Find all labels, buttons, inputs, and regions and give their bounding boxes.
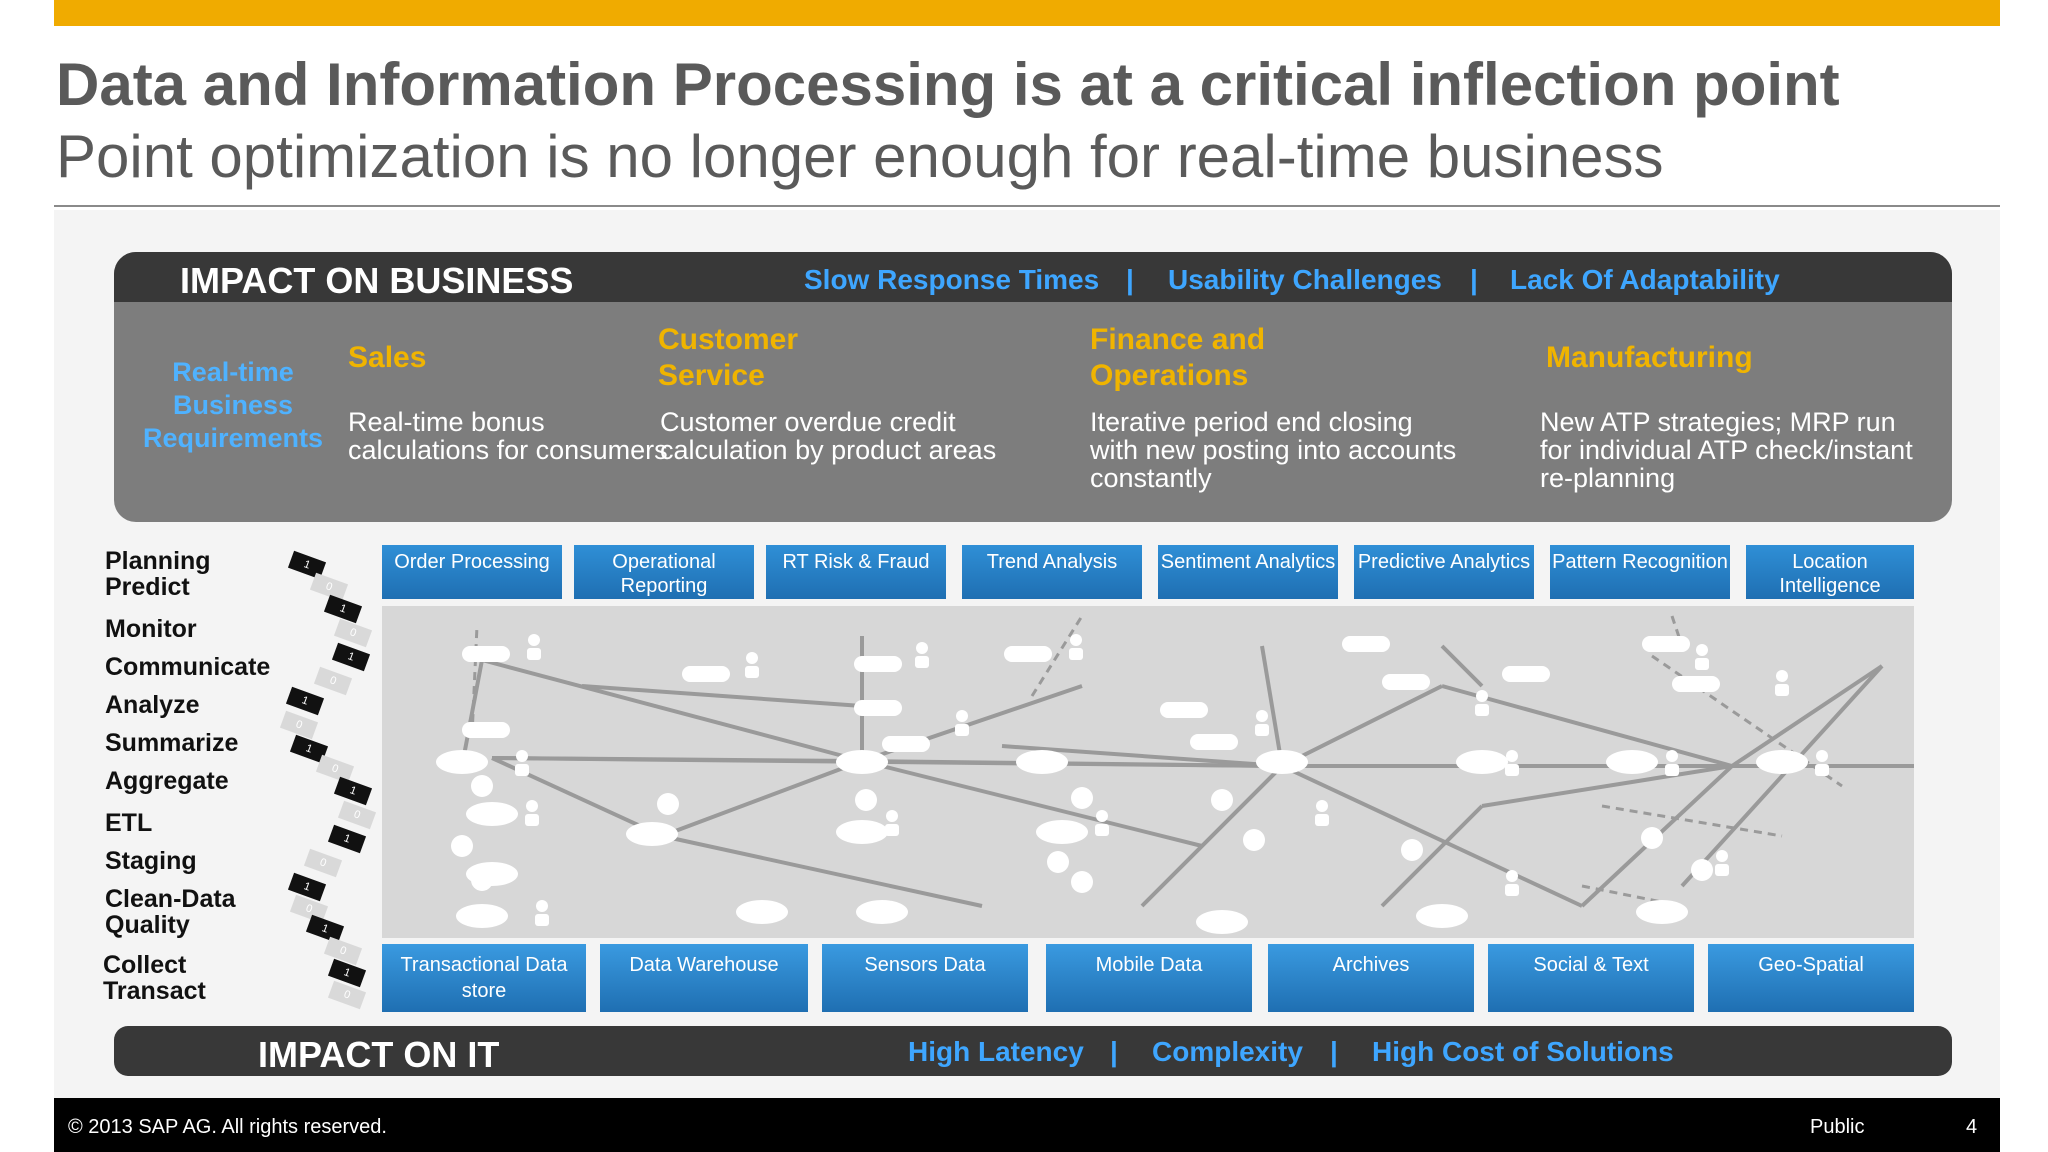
issue-separator: | <box>1126 264 1134 295</box>
footer-copyright: © 2013 SAP AG. All rights reserved. <box>68 1116 387 1138</box>
impact-on-it-bar <box>114 1026 1952 1076</box>
issue-adaptability: Lack Of Adaptability <box>1510 264 1780 295</box>
stack-label-aggregate: Aggregate <box>105 767 229 795</box>
footer-classification: Public <box>1810 1116 1865 1138</box>
stack-label-monitor: Monitor <box>105 615 197 643</box>
area-desc-finance: Iterative period end closing with new po… <box>1090 407 1457 493</box>
area-desc-sales: Real-time bonus calculations for consume… <box>348 407 668 465</box>
stack-label-analyze: Analyze <box>105 691 200 719</box>
stack-label-clean-data: Clean-Data Quality <box>105 885 236 939</box>
gear-icons <box>451 775 1713 893</box>
issue-usability: Usability Challenges <box>1168 264 1442 295</box>
capability-sentiment-analytics: Sentiment Analytics <box>1158 545 1338 599</box>
impact-on-business-label: IMPACT ON BUSINESS <box>180 260 574 301</box>
issue-separator: | <box>1470 264 1478 295</box>
it-issue-separator: | <box>1110 1036 1118 1067</box>
source-geo-spatial: Geo-Spatial <box>1708 944 1914 1012</box>
source-social-text: Social & Text <box>1488 944 1694 1012</box>
impact-on-business-panel <box>114 252 1952 522</box>
stack-label-staging: Staging <box>105 847 197 875</box>
footer-bar <box>54 1098 2000 1152</box>
it-issue-cost: High Cost of Solutions <box>1372 1036 1674 1067</box>
impact-on-it-label: IMPACT ON IT <box>258 1034 500 1075</box>
it-issue-complexity: Complexity <box>1152 1036 1303 1067</box>
stack-label-summarize: Summarize <box>105 729 239 757</box>
processing-network-diagram <box>382 606 1942 938</box>
top-accent-bar <box>54 0 2000 26</box>
it-issue-separator: | <box>1330 1036 1338 1067</box>
stack-label-communicate: Communicate <box>105 653 271 681</box>
area-title-finance: Finance and Operations <box>1090 323 1266 392</box>
source-transactional-data: Transactional Data store <box>382 944 586 1012</box>
capability-predictive-analytics: Predictive Analytics <box>1354 545 1534 599</box>
network-graphic <box>436 615 1942 934</box>
person-icons <box>515 634 1829 926</box>
impact-on-business-header <box>114 252 1952 302</box>
network-links <box>460 636 1942 908</box>
capability-order-processing: Order Processing <box>382 545 562 599</box>
capability-rt-risk-fraud: RT Risk & Fraud <box>766 545 946 599</box>
slide-title: Data and Information Processing is at a … <box>56 51 1840 118</box>
area-title-sales: Sales <box>348 341 427 374</box>
stack-label-collect: Collect Transact <box>103 951 206 1005</box>
network-nodes <box>436 636 1808 934</box>
issue-slow-response: Slow Response Times <box>804 264 1100 295</box>
area-desc-customer-service: Customer overdue credit calculation by p… <box>660 407 997 465</box>
title-divider <box>54 205 2000 207</box>
page-number: 4 <box>1966 1116 1978 1138</box>
requirements-label: Real-time Business Requirements <box>142 357 324 453</box>
source-mobile-data: Mobile Data <box>1046 944 1252 1012</box>
capability-location-intelligence: Location Intelligence <box>1746 545 1914 599</box>
area-title-customer-service: Customer Service <box>658 323 799 392</box>
capability-trend-analysis: Trend Analysis <box>962 545 1142 599</box>
stack-label-etl: ETL <box>105 809 153 837</box>
area-desc-manufacturing: New ATP strategies; MRP run for individu… <box>1540 407 1913 493</box>
capability-pattern-recognition: Pattern Recognition <box>1550 545 1730 599</box>
it-issue-latency: High Latency <box>908 1036 1084 1067</box>
stack-label-planning: Planning Predict <box>105 547 211 601</box>
source-data-warehouse: Data Warehouse <box>600 944 808 1012</box>
source-sensors-data: Sensors Data <box>822 944 1028 1012</box>
area-title-manufacturing: Manufacturing <box>1546 341 1753 374</box>
slide-subtitle: Point optimization is no longer enough f… <box>56 123 1664 190</box>
source-archives: Archives <box>1268 944 1474 1012</box>
capability-operational-reporting: Operational Reporting <box>574 545 754 599</box>
